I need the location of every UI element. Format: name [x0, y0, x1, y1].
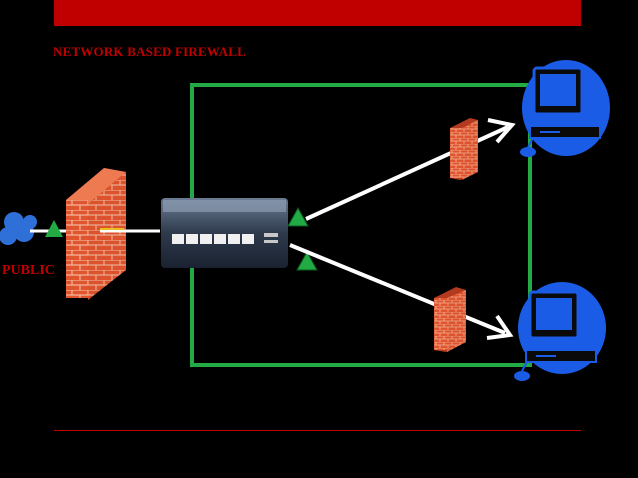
public-label: PUBLIC [2, 263, 55, 279]
computer-icon [520, 60, 610, 157]
triangle-marker-icon [45, 220, 63, 237]
cloud-icon [0, 212, 37, 245]
brick-firewall-icon [434, 287, 466, 352]
bottom-rule [54, 430, 581, 431]
brick-firewall-icon [450, 118, 478, 180]
brick-firewall-icon [66, 168, 126, 300]
arrow-icon [306, 120, 512, 219]
network-switch-icon [161, 198, 288, 268]
triangle-marker-icon [288, 208, 308, 226]
arrow-icon [290, 245, 510, 338]
